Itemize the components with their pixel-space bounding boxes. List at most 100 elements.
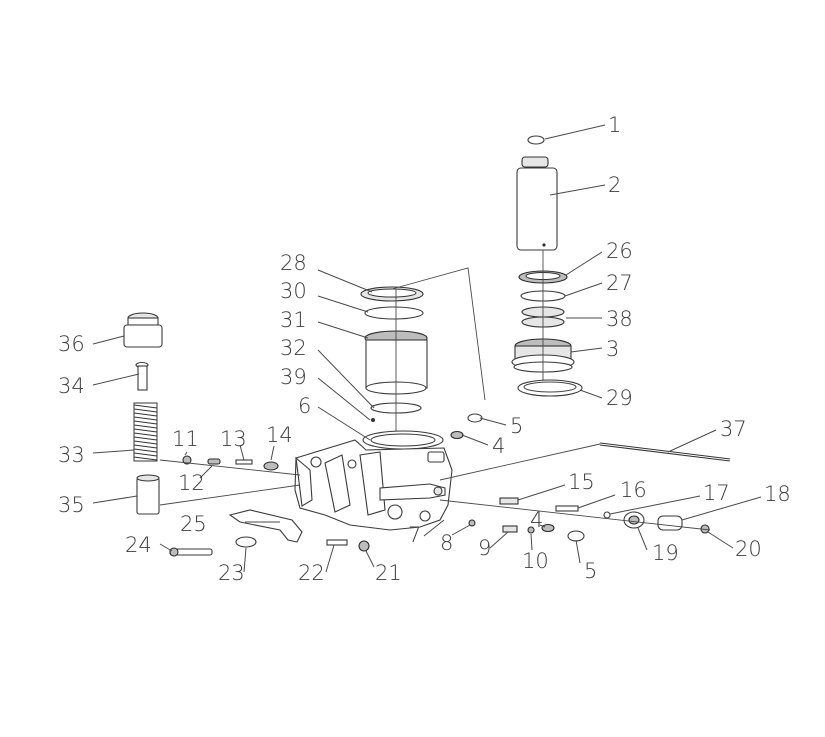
axis-right-valve xyxy=(439,499,711,531)
spring-coil xyxy=(133,408,158,413)
part-9 xyxy=(502,525,518,533)
part-5b xyxy=(567,530,585,542)
ram-hole xyxy=(542,243,546,247)
spring-coil xyxy=(133,404,158,409)
callout-32: 32 xyxy=(280,336,307,360)
spring-coil xyxy=(133,436,158,441)
callout-15: 15 xyxy=(568,470,595,494)
callout-18: 18 xyxy=(764,482,791,506)
callout-26: 26 xyxy=(606,239,633,263)
part-24-head xyxy=(169,547,179,557)
callout-25: 25 xyxy=(180,512,207,536)
part-14 xyxy=(263,461,279,471)
leader-lines xyxy=(92,124,762,573)
part-4b xyxy=(541,523,555,533)
part-34-pin xyxy=(137,365,148,391)
part-16 xyxy=(555,505,579,512)
spring-coil xyxy=(133,432,158,437)
callout-38: 38 xyxy=(606,307,633,331)
pump-base xyxy=(294,430,453,531)
spring-coil xyxy=(133,420,158,425)
part-28-inner xyxy=(367,288,417,298)
axis-ram-to-base xyxy=(391,267,486,401)
base-frame-right xyxy=(359,451,386,516)
callout-24: 24 xyxy=(125,533,152,557)
callout-39: 39 xyxy=(280,365,307,389)
part-18 xyxy=(657,515,683,531)
part-8 xyxy=(468,519,476,527)
part-17 xyxy=(603,511,611,519)
callout-37: 37 xyxy=(720,417,747,441)
callout-22: 22 xyxy=(298,561,325,585)
callout-21: 21 xyxy=(375,561,402,585)
callout-34: 34 xyxy=(58,374,85,398)
pump-plunger-assembly xyxy=(123,312,163,515)
part-33-spring xyxy=(133,402,158,462)
part-29-seal xyxy=(517,379,583,397)
part-36-body xyxy=(123,324,163,348)
base-boss-1 xyxy=(310,456,322,468)
callout-10: 10 xyxy=(522,549,549,573)
spring-coil xyxy=(133,424,158,429)
part-15-spring xyxy=(499,497,519,505)
callout-8: 8 xyxy=(440,531,453,555)
callout-3: 3 xyxy=(606,337,619,361)
part-35-top xyxy=(136,474,160,482)
callout-16: 16 xyxy=(620,478,647,502)
callout-labels: 1 2 3 4 4 5 5 6 7 8 9 10 11 12 13 14 15 … xyxy=(58,113,791,585)
handle-socket-pin xyxy=(433,486,443,496)
base-frame-mid xyxy=(324,454,351,513)
part-2-ram xyxy=(516,167,558,251)
ram-top-ring xyxy=(521,156,549,168)
axis-left-lower xyxy=(159,484,301,506)
callout-11: 11 xyxy=(172,427,199,451)
base-boss-2 xyxy=(347,459,357,469)
part-22 xyxy=(326,539,348,546)
callout-4a: 4 xyxy=(492,434,505,458)
part-37-rod-inner xyxy=(599,443,731,461)
callout-14: 14 xyxy=(266,423,293,447)
assembly-lines xyxy=(159,250,711,531)
lever-parts xyxy=(169,509,370,557)
callout-7: 7 xyxy=(408,523,421,547)
callout-13: 13 xyxy=(220,427,247,451)
callout-36: 36 xyxy=(58,332,85,356)
callout-31: 31 xyxy=(280,308,307,332)
part-4a xyxy=(450,430,464,440)
spring-coil xyxy=(133,444,158,449)
part-6-seat-inner xyxy=(370,433,436,447)
callout-19: 19 xyxy=(652,541,679,565)
spring-coil xyxy=(133,452,158,457)
axis-left-valve xyxy=(159,459,301,476)
axis-rod xyxy=(439,443,601,481)
part-29-inner xyxy=(523,381,577,393)
callout-33: 33 xyxy=(58,443,85,467)
part-35-sleeve xyxy=(136,477,160,515)
part-5a xyxy=(467,413,483,423)
callout-29: 29 xyxy=(606,386,633,410)
callout-12: 12 xyxy=(178,471,205,495)
base-boss-3 xyxy=(387,504,403,520)
part-10 xyxy=(527,526,535,534)
callout-20: 20 xyxy=(735,537,762,561)
callout-23: 23 xyxy=(218,561,245,585)
part-23 xyxy=(235,536,257,548)
callout-27: 27 xyxy=(606,271,633,295)
callout-35: 35 xyxy=(58,493,85,517)
part-12 xyxy=(207,458,221,465)
part-39-ball xyxy=(371,418,375,422)
base-frame-left xyxy=(295,456,313,507)
callout-17: 17 xyxy=(703,481,730,505)
callout-4b: 4 xyxy=(530,508,543,532)
part-31-body xyxy=(365,339,428,389)
spring-coil xyxy=(133,412,158,417)
callout-28: 28 xyxy=(280,251,307,275)
callout-30: 30 xyxy=(280,279,307,303)
spring-coil xyxy=(133,448,158,453)
part-25-lever xyxy=(228,509,303,543)
part-11 xyxy=(182,455,192,465)
part-13 xyxy=(235,459,253,465)
callout-1: 1 xyxy=(608,113,621,137)
cylinder-assembly xyxy=(360,286,428,440)
